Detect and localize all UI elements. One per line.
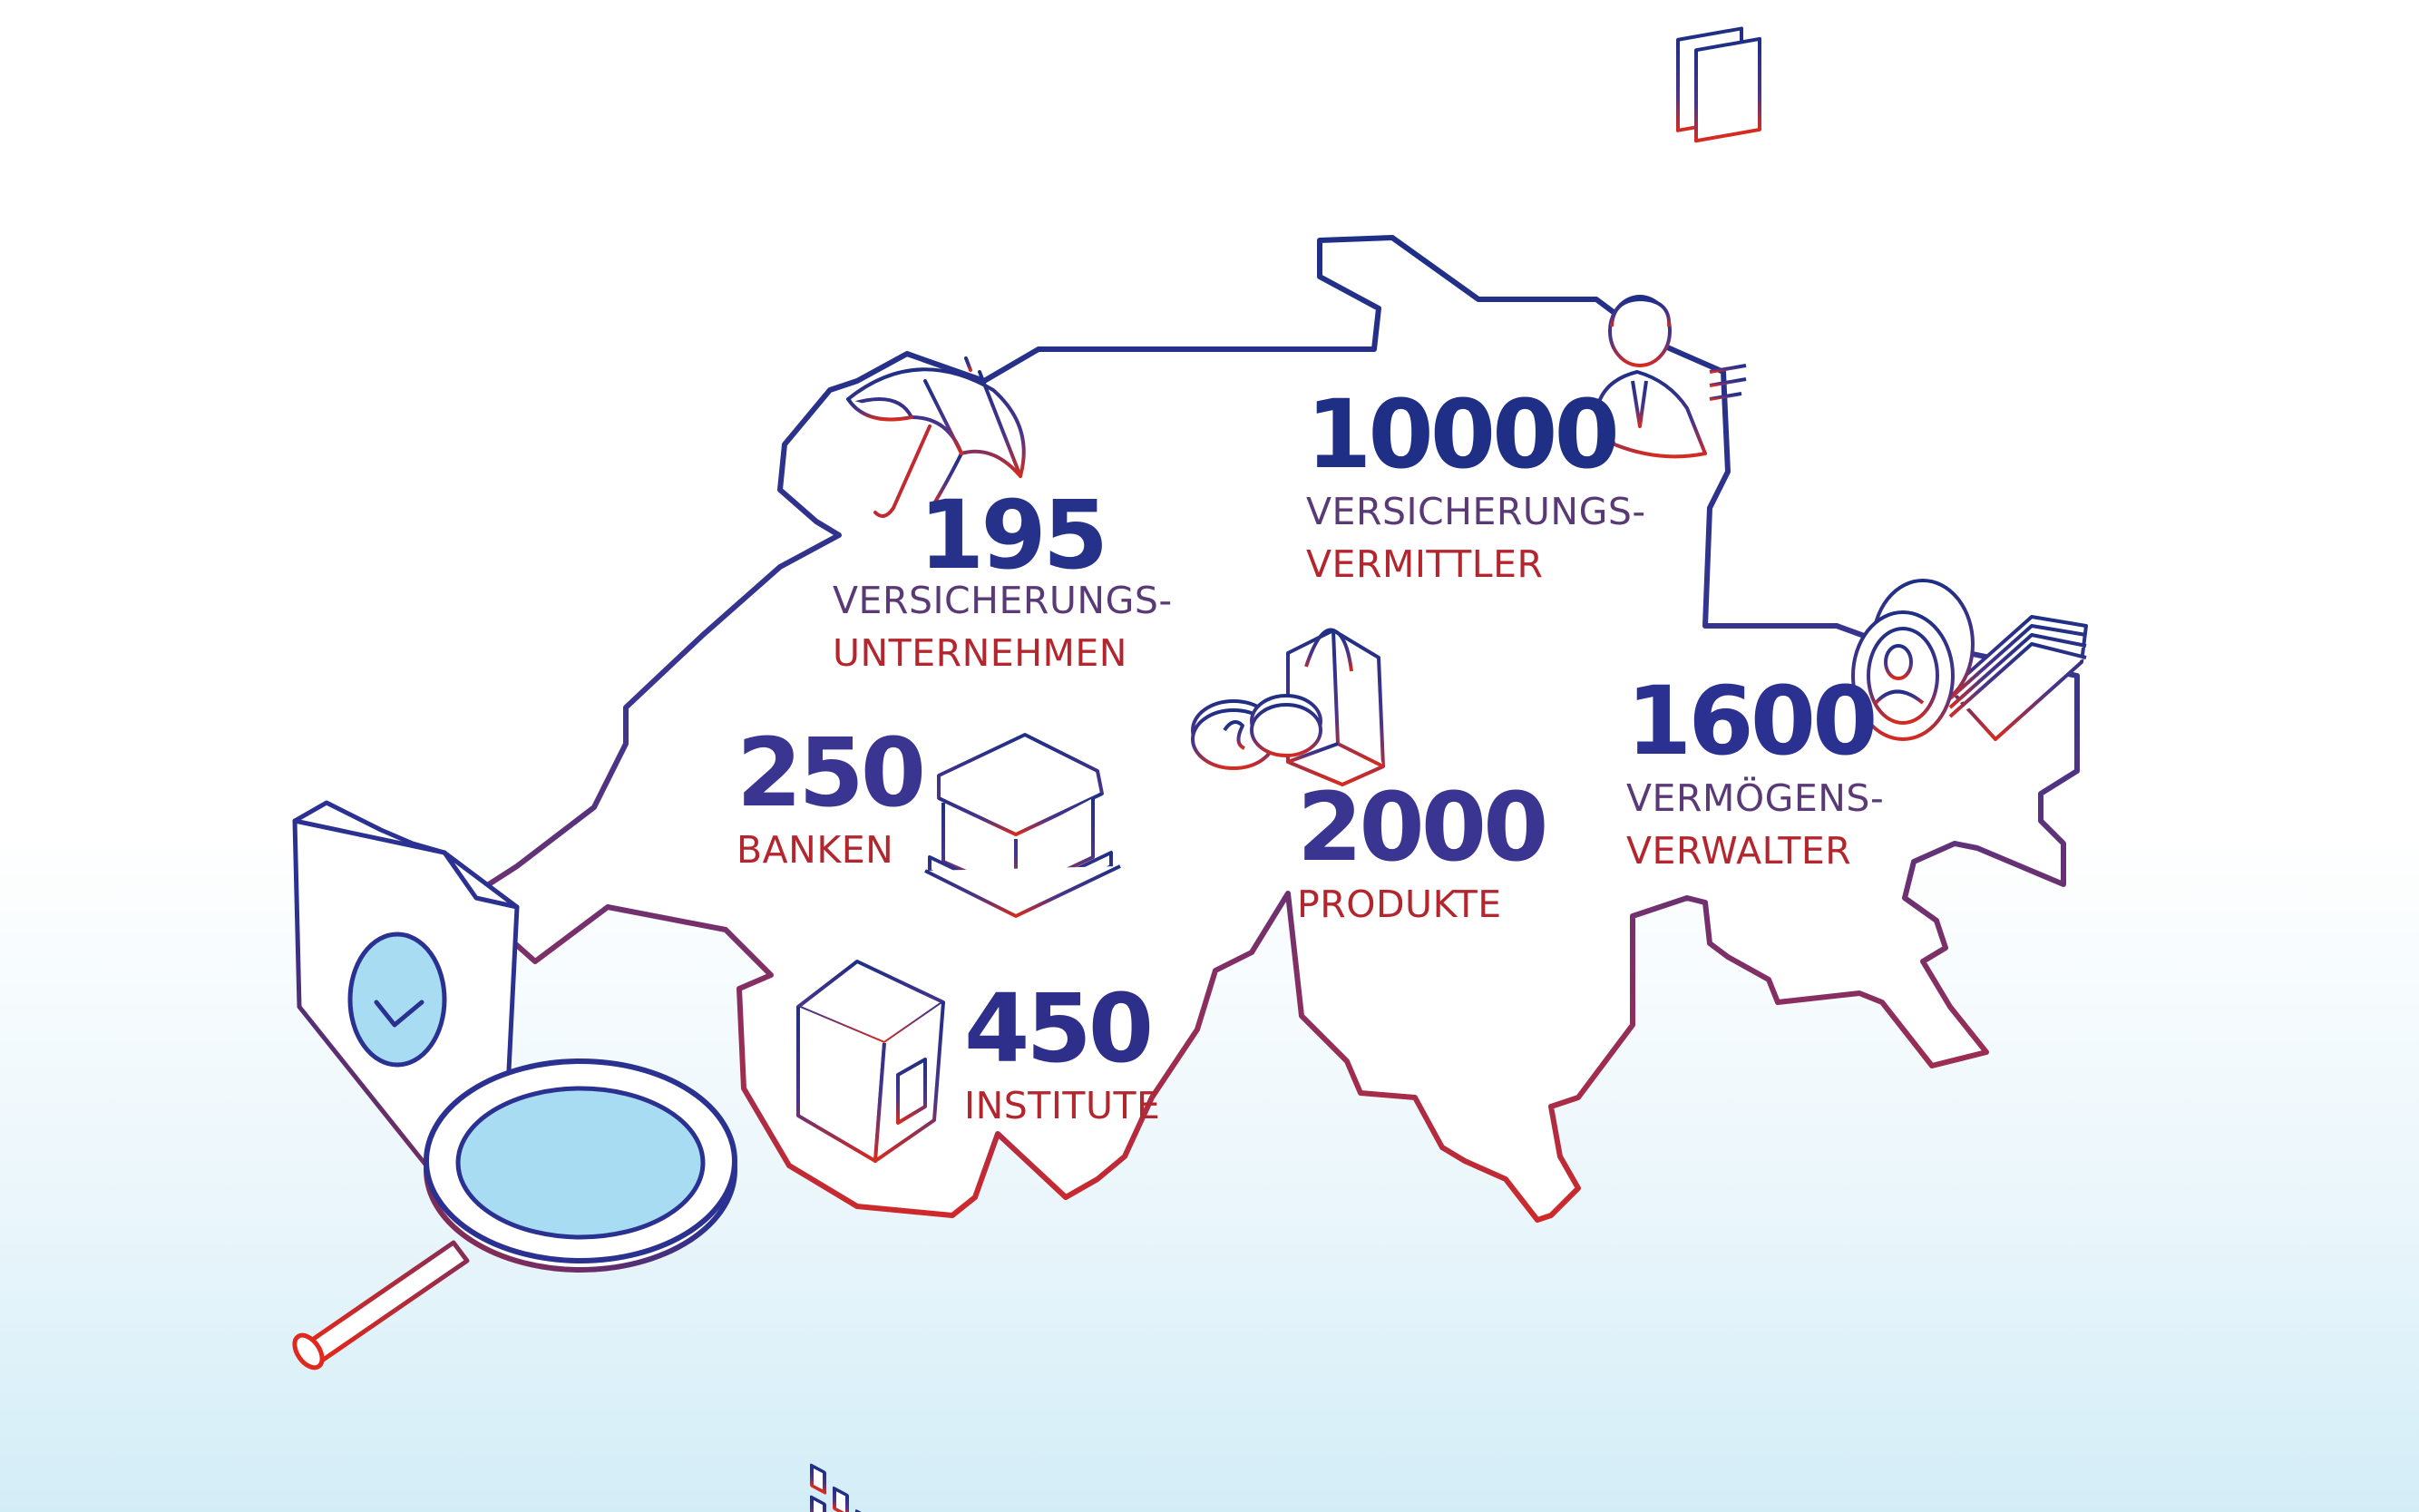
- stat-label-line2: VERMITTLER: [1306, 542, 1544, 586]
- magnifier-icon: [292, 1058, 737, 1371]
- stat-label-line1: VERMÖGENS-: [1626, 776, 1885, 820]
- stat-number: 10000: [1306, 379, 1620, 490]
- stat-number: 250: [736, 717, 926, 828]
- stat-label-line2: UNTERNEHMEN: [833, 631, 1127, 675]
- bank-building-icon: [924, 733, 1121, 918]
- stat-label-line2: VERWALTER: [1626, 829, 1852, 873]
- stat-label-line1: PRODUKTE: [1297, 883, 1502, 926]
- stat-brokers: 10000 VERSICHERUNGS- VERMITTLER: [1306, 387, 1646, 590]
- umbrella-icon: [846, 356, 1026, 518]
- stat-number: 2000: [1297, 772, 1548, 883]
- stat-label-line1: VERSICHERUNGS-: [1306, 490, 1646, 533]
- stat-banks: 250 BANKEN: [736, 717, 926, 876]
- stat-institutes: 450 INSTITUTE: [964, 981, 1160, 1132]
- coin-banknotes-icon: [1851, 579, 2088, 741]
- advisor-documents-icon: [1595, 26, 1761, 459]
- office-building-icon: [796, 960, 945, 1512]
- stat-asset-managers: 1600 VERMÖGENS- VERWALTER: [1626, 674, 1884, 877]
- stat-insurers: 195: [919, 480, 1108, 590]
- stat-number: 1600: [1626, 666, 1878, 776]
- stat-label-line1: VERSICHERUNGS-: [833, 579, 1173, 622]
- stat-label-line1: INSTITUTE: [964, 1084, 1161, 1127]
- stat-label-line1: BANKEN: [736, 828, 894, 872]
- stat-number: 450: [964, 973, 1154, 1084]
- stat-products: 2000 PRODUKTE: [1297, 772, 1548, 931]
- stat-insurers-label: VERSICHERUNGS- UNTERNEHMEN: [833, 574, 1173, 679]
- stat-number: 195: [919, 480, 1108, 590]
- coins-shopping-bag-icon: [1191, 628, 1385, 786]
